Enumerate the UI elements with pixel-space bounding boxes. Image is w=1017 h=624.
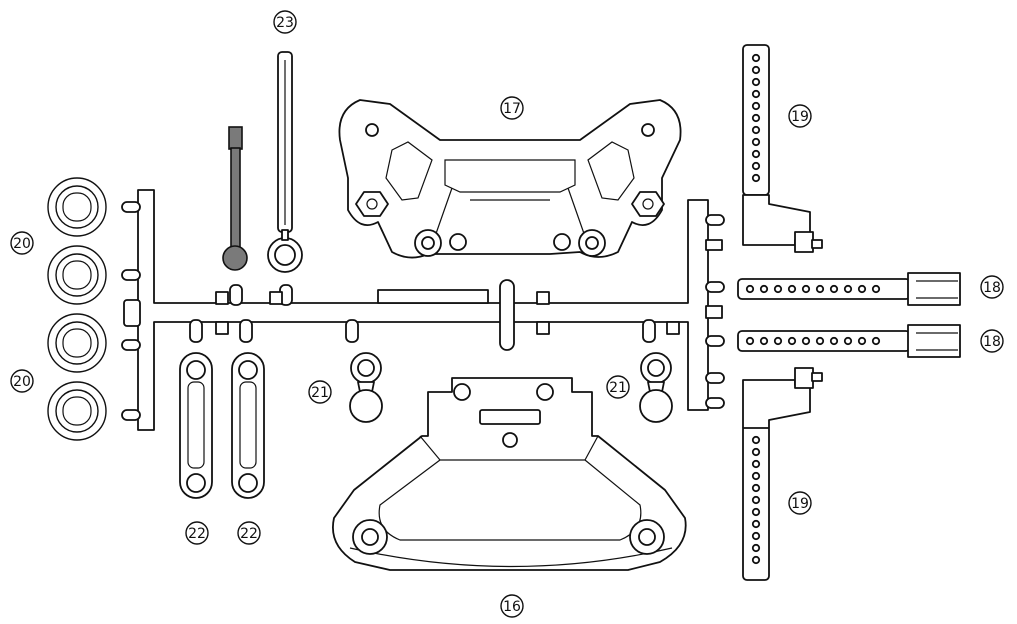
part-20-washer (47, 177, 107, 237)
mounting-hole (751, 483, 761, 493)
mounting-hole (843, 336, 853, 346)
mounting-hole (751, 149, 761, 159)
mounting-hole (751, 173, 761, 183)
label-19: 19 (788, 491, 812, 515)
mounting-hole (751, 113, 761, 123)
label-20: 20 (10, 369, 34, 393)
label-18: 18 (980, 329, 1004, 353)
mounting-hole (751, 519, 761, 529)
mounting-hole (787, 336, 797, 346)
mounting-hole (829, 336, 839, 346)
mounting-hole (759, 336, 769, 346)
svg-text:20: 20 (13, 236, 31, 252)
part-16-bumper (332, 377, 687, 571)
svg-text:22: 22 (240, 526, 258, 542)
mounting-hole (751, 137, 761, 147)
svg-text:19: 19 (791, 496, 809, 512)
svg-text:23: 23 (276, 15, 294, 31)
label-22: 22 (237, 521, 261, 545)
mounting-hole (751, 125, 761, 135)
mounting-hole (751, 447, 761, 457)
mounting-hole (857, 336, 867, 346)
mounting-hole (871, 336, 881, 346)
mounting-hole (745, 336, 755, 346)
label-23: 23 (273, 10, 297, 34)
part-18-body-post (737, 272, 961, 306)
mounting-hole (751, 77, 761, 87)
mounting-hole (751, 161, 761, 171)
mounting-hole (871, 284, 881, 294)
mounting-hole (801, 284, 811, 294)
mounting-hole (815, 336, 825, 346)
part-21-ball-end (349, 352, 383, 423)
svg-text:22: 22 (188, 526, 206, 542)
mounting-hole (751, 65, 761, 75)
svg-text:21: 21 (609, 380, 627, 396)
part-18-body-post (737, 324, 961, 358)
part-shaded-tool (222, 126, 248, 271)
label-18: 18 (980, 275, 1004, 299)
mounting-hole (829, 284, 839, 294)
mounting-hole (751, 89, 761, 99)
mounting-hole (751, 495, 761, 505)
mounting-hole (759, 284, 769, 294)
mounting-hole (773, 336, 783, 346)
mounting-hole (773, 284, 783, 294)
svg-text:19: 19 (791, 109, 809, 125)
mounting-hole (751, 543, 761, 553)
svg-text:17: 17 (503, 101, 521, 117)
part-20-washer (47, 313, 107, 373)
mounting-hole (751, 507, 761, 517)
label-16: 16 (500, 594, 524, 618)
svg-text:20: 20 (13, 374, 31, 390)
label-22: 22 (185, 521, 209, 545)
mounting-hole (751, 101, 761, 111)
mounting-hole (745, 284, 755, 294)
svg-text:21: 21 (311, 385, 329, 401)
label-21: 21 (308, 380, 332, 404)
svg-text:16: 16 (503, 599, 521, 615)
mounting-hole (751, 531, 761, 541)
label-20: 20 (10, 231, 34, 255)
mounting-hole (843, 284, 853, 294)
mounting-hole (751, 459, 761, 469)
mounting-hole (815, 284, 825, 294)
part-22-link (231, 352, 265, 499)
mounting-hole (801, 336, 811, 346)
svg-text:18: 18 (983, 280, 1001, 296)
svg-text:18: 18 (983, 334, 1001, 350)
part-23-tool (267, 51, 303, 273)
body-post-hole-layer (745, 53, 881, 565)
mounting-hole (751, 555, 761, 565)
mounting-hole (751, 435, 761, 445)
part-19-body-post-upper (742, 44, 823, 253)
mounting-hole (751, 53, 761, 63)
mounting-hole (751, 471, 761, 481)
label-19: 19 (788, 104, 812, 128)
label-21: 21 (606, 375, 630, 399)
part-17-shock-tower (338, 99, 682, 259)
part-21-ball-end (639, 352, 673, 423)
mounting-hole (787, 284, 797, 294)
part-20-washer (47, 245, 107, 305)
label-17: 17 (500, 96, 524, 120)
sprue-frame (121, 189, 725, 431)
part-22-link (179, 352, 213, 499)
part-20-washer (47, 381, 107, 441)
mounting-hole (857, 284, 867, 294)
